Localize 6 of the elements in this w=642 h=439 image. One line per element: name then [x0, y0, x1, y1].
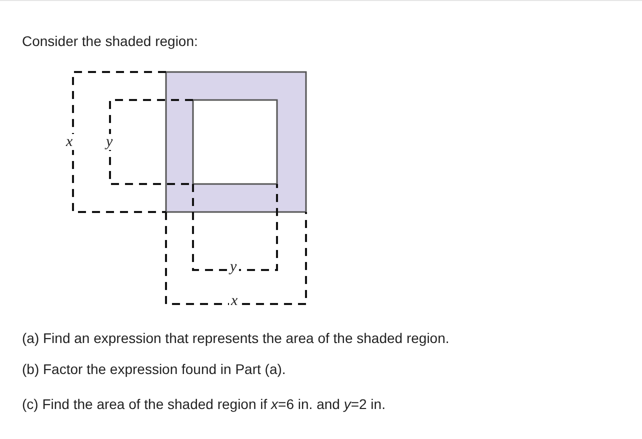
dimension-label: x [64, 134, 75, 150]
intro-text: Consider the shaded region: [22, 32, 198, 50]
question-text: (c) Find the area of the shaded region if x=6 in. and y=2 in. [22, 395, 386, 413]
dimension-label: y [104, 134, 115, 150]
question-text: (a) Find an expression that represents the area of the shaded region. [22, 329, 450, 347]
question-text: (b) Factor the expression found in Part (a). [22, 360, 286, 378]
